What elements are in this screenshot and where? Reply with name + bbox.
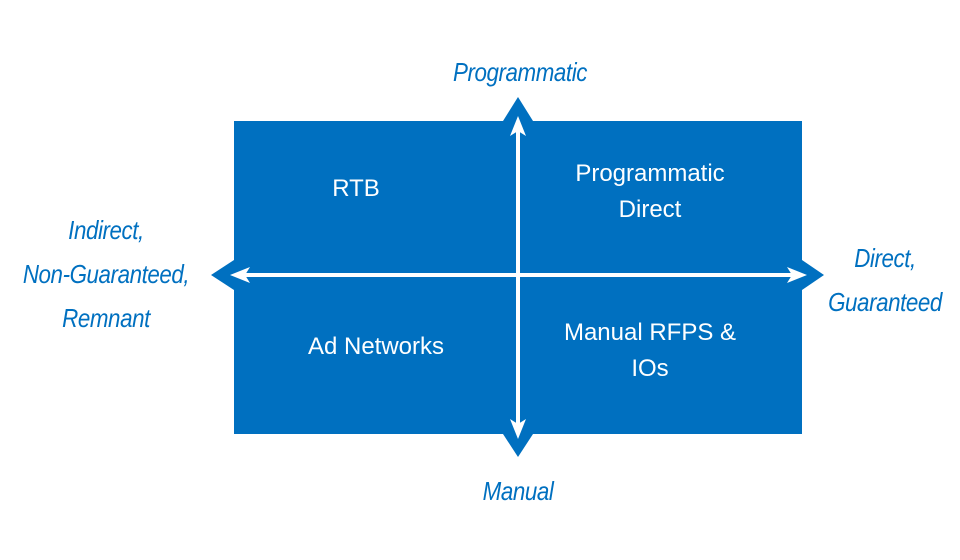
vertical-axis-line xyxy=(516,128,520,428)
axis-label-top: Programmatic xyxy=(452,57,587,87)
horizontal-axis-right-arrowhead xyxy=(787,267,807,283)
top-arrow-tip xyxy=(503,97,533,121)
quadrant-bottom-left-label: Ad Networks xyxy=(307,333,445,360)
quadrant-top-right-label: Programmatic Direct xyxy=(575,160,725,223)
right-arrow-tip xyxy=(802,260,824,290)
quadrant-bottom-right-label: Manual RFPS & IOs xyxy=(563,319,737,382)
horizontal-axis-line xyxy=(240,273,798,277)
left-arrow-tip xyxy=(211,260,234,290)
bottom-arrow-tip xyxy=(503,434,533,457)
axis-label-bottom: Manual xyxy=(482,476,554,506)
quadrant-top-left-label: RTB xyxy=(332,175,380,202)
axis-label-left: Indirect, Non-Guaranteed, Remnant xyxy=(22,215,190,333)
vertical-axis-up-arrowhead xyxy=(510,116,526,136)
axis-label-right: Direct, Guaranteed xyxy=(828,243,942,317)
vertical-axis-down-arrowhead xyxy=(510,419,526,439)
horizontal-axis-left-arrowhead xyxy=(230,267,250,283)
